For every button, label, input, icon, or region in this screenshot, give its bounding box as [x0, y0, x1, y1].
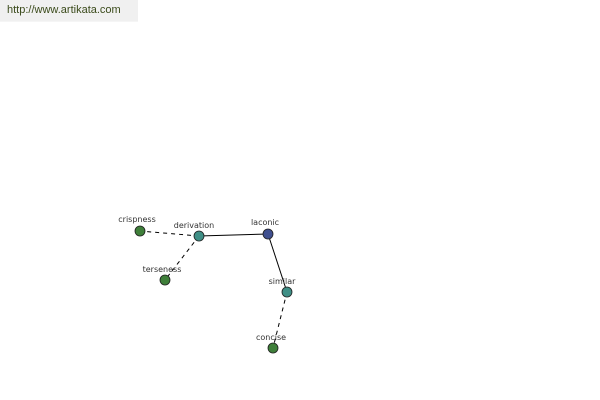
url-banner: http://www.artikata.com	[0, 0, 138, 22]
edge-laconic-derivation	[198, 233, 269, 237]
edge-laconic-similar	[267, 233, 288, 293]
node-label-similar[interactable]: similar	[269, 277, 297, 286]
nodes-layer	[134, 225, 293, 354]
edge-derivation-terseness	[164, 235, 200, 281]
node-concise[interactable]	[267, 342, 279, 354]
node-derivation[interactable]	[193, 230, 205, 242]
edge-derivation-crispness	[139, 230, 200, 237]
node-similar[interactable]	[281, 286, 293, 298]
site-url-link[interactable]: http://www.artikata.com	[7, 4, 121, 16]
node-laconic[interactable]	[262, 228, 274, 240]
labels-layer: laconic derivation similar crispness tersene…	[118, 215, 296, 342]
node-label-crispness[interactable]: crispness	[118, 215, 155, 224]
node-crispness[interactable]	[134, 225, 146, 237]
node-label-concise[interactable]: concise	[256, 333, 286, 342]
node-label-derivation[interactable]: derivation	[174, 221, 214, 230]
edges-layer	[139, 230, 288, 349]
node-terseness[interactable]	[159, 274, 171, 286]
edge-similar-concise	[272, 291, 288, 349]
node-label-laconic[interactable]: laconic	[251, 218, 279, 227]
node-label-terseness[interactable]: terseness	[143, 265, 182, 274]
